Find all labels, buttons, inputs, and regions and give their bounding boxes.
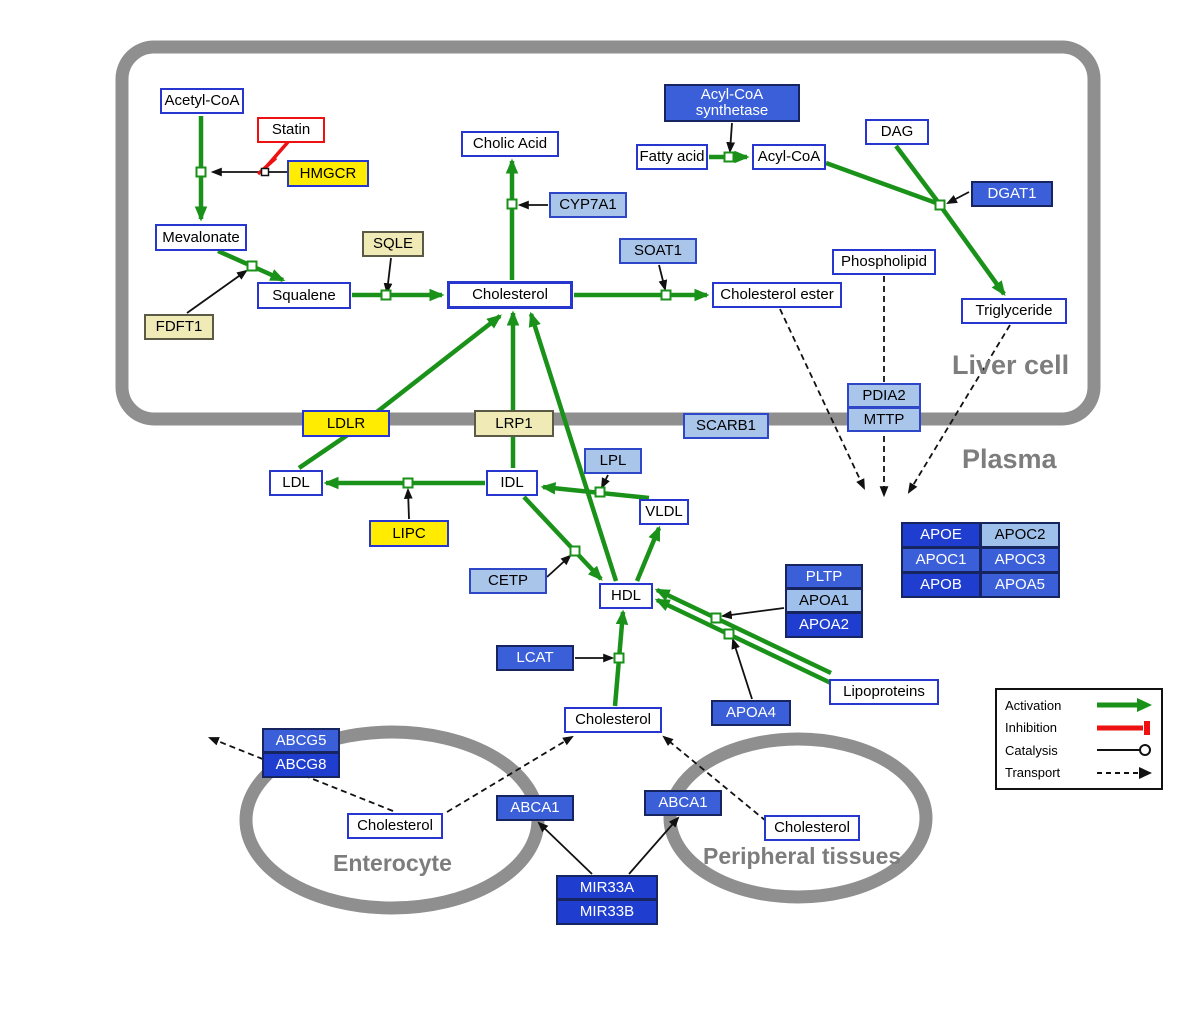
node-sqle[interactable]: SQLE	[362, 231, 424, 257]
node-cholic-acid[interactable]: Cholic Acid	[461, 131, 559, 157]
node-squalene[interactable]: Squalene	[257, 282, 351, 309]
node-abca1-peripheral[interactable]: ABCA1	[644, 790, 722, 816]
node-abca1-enterocyte[interactable]: ABCA1	[496, 795, 574, 821]
node-mir33a[interactable]: MIR33A	[556, 875, 658, 900]
node-apoa5[interactable]: APOA5	[980, 572, 1060, 598]
catalysis-edges	[186, 122, 970, 875]
node-apoc3[interactable]: APOC3	[980, 547, 1060, 573]
legend: Activation Inhibition Catalysis Transpor…	[995, 688, 1163, 790]
liver-cell-membrane	[115, 40, 1101, 426]
transport-edges	[207, 276, 1011, 822]
node-pltp[interactable]: PLTP	[785, 564, 863, 589]
transport-dashed-arrow-icon	[1097, 766, 1152, 779]
node-scarb1[interactable]: SCARB1	[683, 413, 769, 439]
activation-arrow-icon	[1097, 698, 1152, 713]
statin-inhibition-junction	[260, 167, 270, 177]
node-phospholipid[interactable]: Phospholipid	[832, 249, 936, 275]
inhibition-bar-icon	[1097, 720, 1150, 735]
node-lrp1[interactable]: LRP1	[474, 410, 554, 437]
node-abcg8[interactable]: ABCG8	[262, 752, 340, 778]
node-dgat1[interactable]: DGAT1	[971, 181, 1053, 207]
legend-activation-label: Activation	[1005, 697, 1062, 713]
catalysis-circle-icon	[1097, 744, 1151, 757]
node-apoa4[interactable]: APOA4	[711, 700, 791, 726]
node-abcg5[interactable]: ABCG5	[262, 728, 340, 753]
node-acyl-coa-synthetase[interactable]: Acyl-CoA synthetase	[664, 84, 800, 122]
node-soat1[interactable]: SOAT1	[619, 238, 697, 264]
node-cyp7a1[interactable]: CYP7A1	[549, 192, 627, 218]
node-apob[interactable]: APOB	[901, 572, 981, 598]
node-mttp[interactable]: MTTP	[847, 407, 921, 432]
node-cetp[interactable]: CETP	[469, 568, 547, 594]
node-cholesterol-liver[interactable]: Cholesterol	[447, 281, 573, 309]
legend-transport-label: Transport	[1005, 765, 1061, 781]
node-hmgcr[interactable]: HMGCR	[287, 160, 369, 187]
node-apoe[interactable]: APOE	[901, 522, 981, 548]
region-label-enterocyte: Enterocyte	[333, 850, 452, 876]
node-lcat[interactable]: LCAT	[496, 645, 574, 671]
node-acetyl-coa[interactable]: Acetyl-CoA	[160, 88, 244, 114]
node-lipc[interactable]: LIPC	[369, 520, 449, 547]
node-cholesterol-plasma[interactable]: Cholesterol	[564, 707, 662, 733]
node-mevalonate[interactable]: Mevalonate	[155, 224, 247, 251]
node-dag[interactable]: DAG	[865, 119, 929, 145]
node-statin[interactable]: Statin	[257, 117, 325, 143]
legend-item-inhibition: Inhibition	[1005, 720, 1153, 736]
node-ldl[interactable]: LDL	[269, 470, 323, 496]
node-cholesterol-enterocyte[interactable]: Cholesterol	[347, 813, 443, 839]
node-cholesterol-ester[interactable]: Cholesterol ester	[712, 282, 842, 308]
legend-item-catalysis: Catalysis	[1005, 742, 1153, 758]
legend-catalysis-label: Catalysis	[1005, 742, 1058, 758]
node-vldl[interactable]: VLDL	[639, 499, 689, 525]
node-hdl[interactable]: HDL	[599, 583, 653, 609]
reaction-nodes	[195, 151, 946, 664]
node-apoc2[interactable]: APOC2	[980, 522, 1060, 548]
node-idl[interactable]: IDL	[486, 470, 538, 496]
region-label-plasma: Plasma	[962, 444, 1057, 474]
node-cholesterol-peripheral[interactable]: Cholesterol	[764, 815, 860, 841]
legend-item-transport: Transport	[1005, 765, 1153, 781]
node-mir33b[interactable]: MIR33B	[556, 899, 658, 925]
node-triglyceride[interactable]: Triglyceride	[961, 298, 1067, 324]
node-acyl-coa[interactable]: Acyl-CoA	[752, 144, 826, 170]
node-apoc1[interactable]: APOC1	[901, 547, 981, 573]
legend-item-activation: Activation	[1005, 697, 1153, 713]
node-apoa2[interactable]: APOA2	[785, 612, 863, 638]
node-fatty-acid[interactable]: Fatty acid	[636, 144, 708, 170]
node-apoa1[interactable]: APOA1	[785, 588, 863, 613]
region-label-liver: Liver cell	[952, 350, 1070, 380]
node-lipoproteins[interactable]: Lipoproteins	[829, 679, 939, 705]
node-pdia2[interactable]: PDIA2	[847, 383, 921, 408]
node-fdft1[interactable]: FDFT1	[144, 314, 214, 340]
region-label-peripheral-tissues: Peripheral tissues	[703, 843, 902, 869]
node-lpl[interactable]: LPL	[584, 448, 642, 474]
legend-inhibition-label: Inhibition	[1005, 720, 1058, 736]
node-ldlr[interactable]: LDLR	[302, 410, 390, 437]
activation-edges	[194, 116, 1006, 707]
